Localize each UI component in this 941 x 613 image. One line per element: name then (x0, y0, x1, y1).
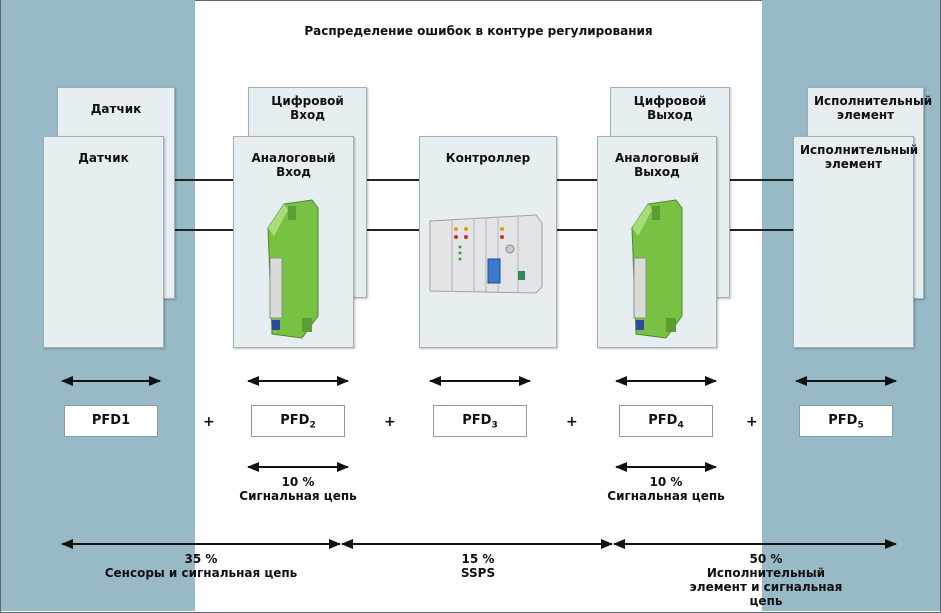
output-module-image (631, 199, 683, 339)
pfd2-label: PFD (280, 413, 310, 428)
actuator-back-label: Исполнительный элемент (814, 94, 933, 122)
analog-input-label: Аналоговый Вход (251, 151, 336, 179)
signal-chain-left-label: Сигнальная цепь (239, 489, 357, 503)
actuator-front-card: Исполнительный элемент (793, 136, 919, 348)
pfd1-box: PFD1 (64, 405, 158, 437)
connector-line (175, 179, 237, 181)
actuator-front-label: Исполнительный элемент (800, 143, 919, 171)
diagram-title: Распределение ошибок в контуре регулиров… (304, 24, 653, 38)
ssps-label: SSPS (460, 566, 496, 580)
signal-chain-right-label: Сигнальная цепь (607, 489, 725, 503)
pfd5-label: PFD (828, 413, 858, 428)
pfd2-subscript: 2 (309, 420, 316, 431)
connector-line (367, 179, 419, 181)
sensor-front-label: Датчик (78, 151, 129, 165)
plus-sign: + (566, 414, 578, 430)
signal-chain-right-caption: 10 % Сигнальная цепь (586, 475, 746, 503)
pfd4-label: PFD (648, 413, 678, 428)
connector-line (557, 229, 600, 231)
connector-line (730, 229, 796, 231)
signal-chain-left-percent: 10 % (281, 475, 315, 489)
actuator-percent: 50 % (749, 552, 783, 566)
sensors-percent: 35 % (184, 552, 218, 566)
input-module-image (267, 199, 319, 339)
digital-input-label: Цифровой Вход (271, 94, 344, 122)
pfd3-subscript: 3 (491, 420, 498, 431)
sensor-back-label: Датчик (90, 102, 142, 116)
actuator-caption: 50 % Исполнительный элемент и сигнальная… (646, 552, 886, 608)
pfd2-box: PFD2 (251, 405, 345, 437)
sensors-label: Сенсоры и сигнальная цепь (104, 566, 298, 580)
pfd5-box: PFD5 (799, 405, 893, 437)
digital-output-label: Цифровой Выход (633, 94, 707, 122)
controller-image (429, 214, 543, 294)
connector-line (175, 229, 237, 231)
analog-output-label: Аналоговый Выход (614, 151, 700, 179)
signal-chain-left-caption: 10 % Сигнальная цепь (218, 475, 378, 503)
pfd4-box: PFD4 (619, 405, 713, 437)
actuator-label: Исполнительный элемент и сигнальная цепь (689, 566, 843, 608)
plus-sign: + (746, 414, 758, 430)
ssps-percent: 15 % (461, 552, 495, 566)
connector-line (557, 179, 600, 181)
plus-sign: + (203, 414, 215, 430)
connector-line (367, 229, 419, 231)
pfd4-subscript: 4 (677, 420, 684, 431)
pfd5-subscript: 5 (857, 420, 864, 431)
ssps-caption: 15 % SSPS (418, 552, 538, 580)
pfd3-box: PFD3 (433, 405, 527, 437)
pfd3-label: PFD (462, 413, 492, 428)
sensors-caption: 35 % Сенсоры и сигнальная цепь (86, 552, 316, 580)
controller-label: Контроллер (445, 151, 531, 165)
connector-line (730, 179, 796, 181)
sensor-front-card: Датчик (43, 136, 164, 348)
plus-sign: + (384, 414, 396, 430)
pfd1-label: PFD1 (91, 413, 131, 428)
signal-chain-right-percent: 10 % (649, 475, 683, 489)
